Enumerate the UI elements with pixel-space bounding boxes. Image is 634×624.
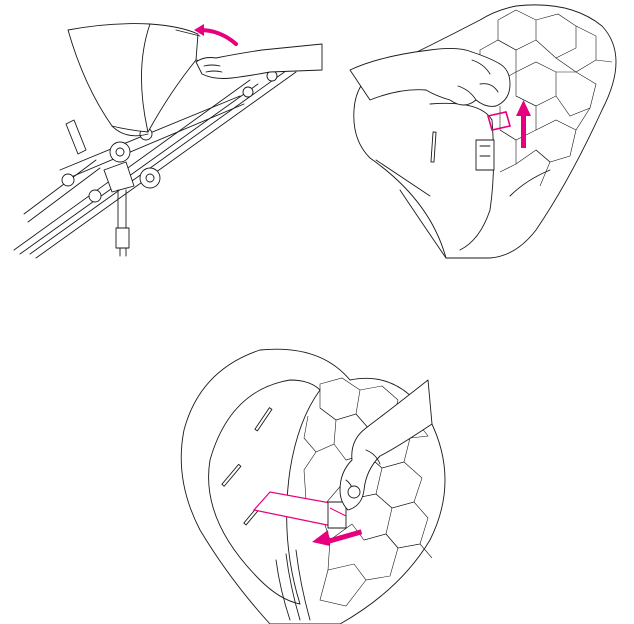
step-3-illustration bbox=[170, 340, 460, 624]
up-arrow-icon bbox=[521, 114, 526, 148]
curved-arrow-icon bbox=[200, 30, 236, 44]
stroller-canopy-drawing bbox=[0, 0, 330, 260]
seat-liner-drawing bbox=[340, 0, 634, 260]
step-2-illustration bbox=[340, 0, 634, 260]
strap-threading-drawing bbox=[170, 340, 460, 624]
step-1-illustration bbox=[0, 0, 330, 260]
